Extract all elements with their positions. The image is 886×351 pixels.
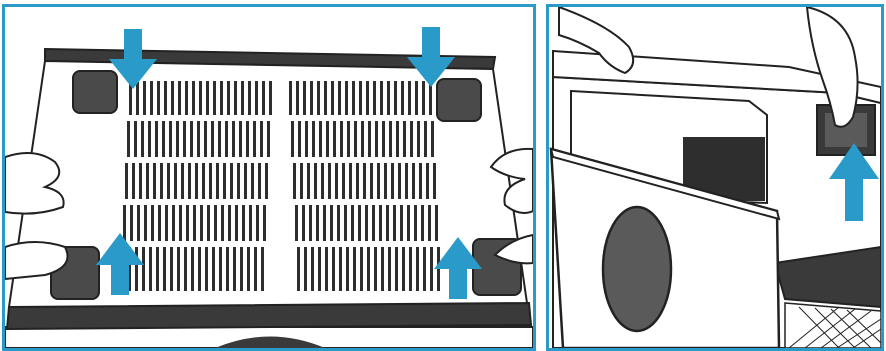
underside-illustration (5, 7, 533, 348)
front-panel-window (603, 207, 671, 331)
foot-top-right (437, 79, 481, 121)
right-illustration-panel (546, 4, 884, 351)
foot-top-left (73, 71, 117, 113)
left-illustration-panel (2, 4, 536, 351)
lift-panel-illustration (549, 7, 881, 348)
